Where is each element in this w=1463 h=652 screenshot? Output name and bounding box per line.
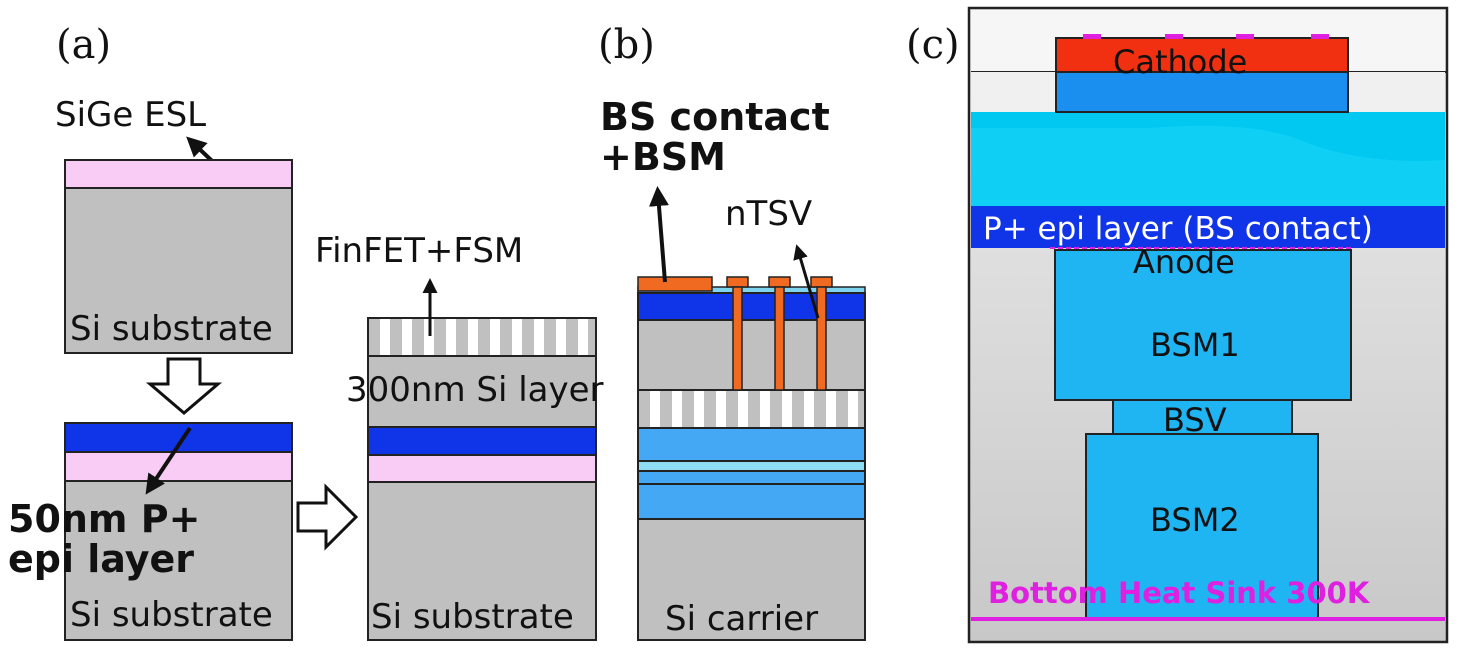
si-layer-300nm-label: 300nm Si layer — [346, 370, 604, 410]
bsv-label: BSV — [1163, 401, 1227, 439]
panel-b-label: (b) — [598, 22, 655, 68]
panel-c-label: (c) — [906, 22, 960, 68]
cathode-via-1 — [1083, 34, 1101, 39]
ntsv-1-cap — [726, 276, 749, 288]
bs-contact-label-line1: BS contact — [600, 95, 830, 139]
bsm2-label: BSM2 — [1150, 501, 1240, 539]
cathode-label: Cathode — [1113, 43, 1247, 81]
si-substrate-top-block — [64, 187, 293, 354]
p-epi-layer-b — [637, 292, 866, 321]
bsm2-block — [1085, 433, 1319, 619]
down-process-arrow — [145, 357, 223, 415]
cathode-via-4 — [1311, 34, 1329, 39]
fsm-block-upper — [637, 427, 866, 462]
sige-esl-label: SiGe ESL — [55, 95, 206, 135]
si-substrate-bottom-block — [64, 480, 293, 641]
si-carrier-label: Si carrier — [665, 599, 818, 639]
cathode-contact — [1055, 37, 1349, 73]
sige-esl-layer — [64, 159, 293, 189]
ntsv-label: nTSV — [725, 194, 812, 234]
si-layer-b — [637, 319, 866, 391]
ntsv-arrow — [793, 244, 820, 319]
anode-label: Anode — [1133, 243, 1235, 281]
epi-layer-label-line2: epi layer — [8, 537, 194, 581]
cathode-body — [1055, 71, 1349, 113]
epi-layer-label-line1: 50nm P+ — [8, 497, 200, 541]
si-substrate-right-block — [367, 481, 597, 641]
cathode-via-3 — [1236, 34, 1254, 39]
finfet-stripe-layer — [367, 317, 597, 357]
bs-contact-arrow — [648, 186, 669, 283]
bsm1-label: BSM1 — [1150, 326, 1240, 364]
panel-a-label: (a) — [56, 22, 111, 68]
p-epi-band — [971, 206, 1445, 248]
ntsv-3 — [810, 276, 833, 391]
wafer-b: Si carrier — [637, 276, 866, 641]
cathode-via-2 — [1165, 34, 1183, 39]
si-carrier-block — [637, 518, 866, 641]
bs-contact-pad — [637, 276, 713, 292]
wafer-top: Si substrate — [64, 159, 293, 354]
ntsv-1 — [726, 276, 749, 391]
wafer-bottom-right: 300nm Si layer Si substrate — [346, 317, 604, 641]
panel-c: (c) Cathode P+ epi layer (BS contact) An… — [906, 6, 1449, 644]
si-substrate-right-label: Si substrate — [371, 597, 574, 637]
ntsv-2-cap — [768, 276, 791, 288]
ntsv-3-via — [816, 286, 827, 391]
n-region-highlight — [971, 125, 1445, 206]
si-layer-300nm-block — [367, 355, 597, 428]
ntsv-1-via — [732, 286, 743, 391]
bond-line-2 — [637, 470, 866, 485]
ntsv-2-via — [774, 286, 785, 391]
epi-layer-arrow — [145, 426, 192, 495]
finfet-fsm-label: FinFET+FSM — [315, 231, 523, 271]
bs-contact-label-line2: +BSM — [600, 135, 726, 179]
bond-line-1 — [637, 460, 866, 472]
heat-sink-label: Bottom Heat Sink 300K — [988, 576, 1371, 610]
sige-layer-a2 — [367, 454, 597, 483]
bsm1-block — [1054, 249, 1352, 401]
ntsv-3-cap — [810, 276, 833, 288]
si-substrate-bottom-label: Si substrate — [70, 595, 273, 635]
sige-layer-a — [64, 451, 293, 482]
p-epi-label: P+ epi layer (BS contact) — [983, 211, 1373, 247]
p-epi-layer-a2 — [367, 426, 597, 456]
panel-a: (a) SiGe ESL Si substrate Si substrate 5… — [8, 22, 604, 641]
si-substrate-top-label: Si substrate — [70, 309, 273, 349]
ntsv-2 — [768, 276, 791, 391]
fsm-block-lower — [637, 483, 866, 520]
wafer-bottom-left: Si substrate — [64, 422, 293, 641]
panel-b: (b) BS contact +BSM nTSV Si carrier — [598, 22, 866, 641]
right-process-arrow — [296, 483, 359, 551]
fin-stripe-layer-b — [637, 389, 866, 429]
